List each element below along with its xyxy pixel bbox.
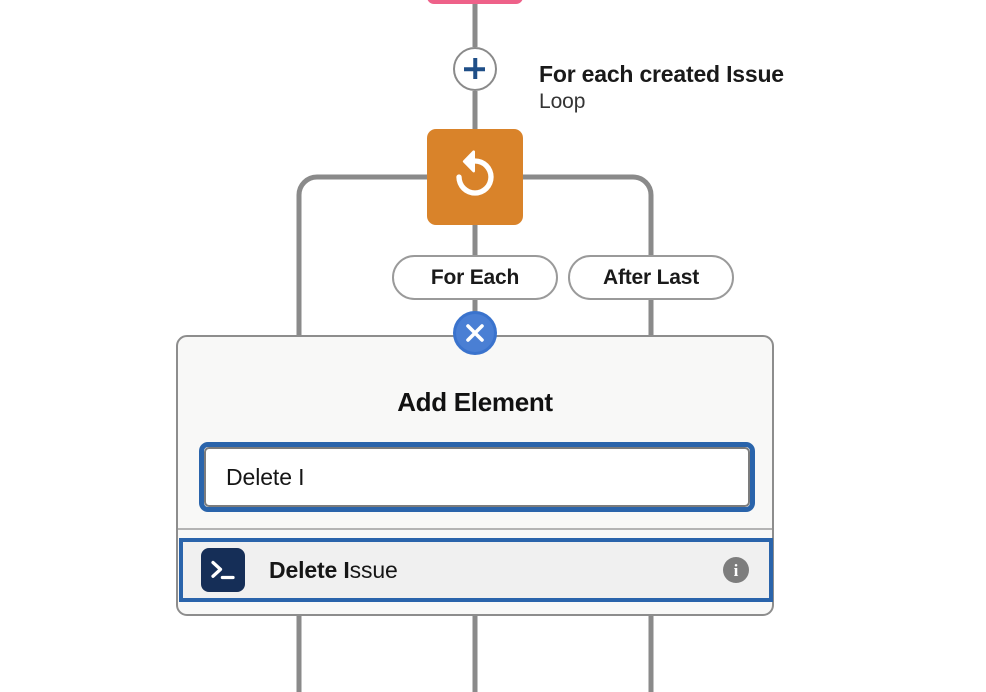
loop-step-title: For each created Issue	[539, 61, 784, 87]
dialog-title: Add Element	[397, 387, 553, 417]
branch-pill-for-each[interactable]: For Each	[392, 255, 558, 300]
loop-node[interactable]	[427, 129, 523, 225]
result-item-label: Delete Issue	[269, 557, 398, 584]
branch-pill-after-last[interactable]: After Last	[568, 255, 734, 300]
branch-label: After Last	[602, 265, 700, 289]
add-step-plus-button[interactable]	[453, 47, 497, 91]
loop-step-subtitle: Loop	[539, 90, 586, 114]
result-item-delete-issue[interactable]: Delete Issue i	[179, 538, 773, 602]
info-glyph: i	[733, 560, 739, 580]
terminal-script-icon	[201, 548, 245, 592]
branch-label: For Each	[430, 265, 520, 289]
info-circle-icon[interactable]: i	[723, 557, 749, 583]
loop-step-label: For each created Issue Loop	[539, 60, 784, 116]
add-element-dialog: Add Element Delete Issue i	[176, 335, 774, 616]
element-search-input[interactable]	[204, 447, 750, 507]
loop-refresh-icon	[443, 145, 507, 209]
close-dialog-button[interactable]	[453, 311, 497, 355]
results-divider	[178, 528, 772, 530]
search-field-wrapper	[199, 442, 755, 512]
result-label-match: Delete I	[269, 556, 350, 583]
result-label-rest: ssue	[349, 556, 398, 583]
previous-step-node[interactable]	[427, 0, 523, 4]
